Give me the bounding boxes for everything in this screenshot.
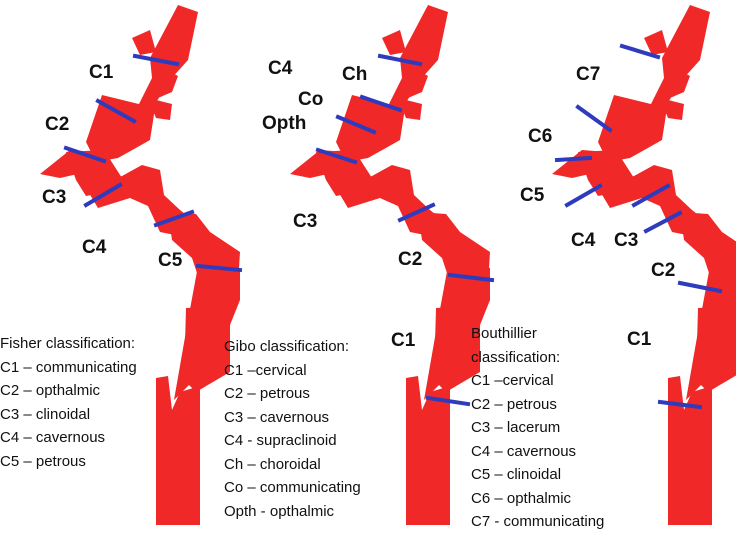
gibo-label-c4: C4 bbox=[268, 58, 293, 79]
bouthillier-label-c3: C3 bbox=[614, 230, 639, 251]
legend-item: C1 –cervical bbox=[224, 361, 307, 379]
legend-item: C5 – clinoidal bbox=[471, 466, 562, 483]
legend-title: Bouthillier bbox=[471, 325, 537, 342]
legend-item: C4 – cavernous bbox=[471, 442, 577, 460]
legend-item: C3 – clinoidal bbox=[0, 405, 91, 423]
fisher-label-c4: C4 bbox=[82, 237, 107, 258]
legend-item: C6 – opthalmic bbox=[471, 489, 572, 507]
bouthillier-label-c1: C1 bbox=[627, 329, 652, 350]
fisher-label-c5: C5 bbox=[158, 250, 183, 271]
legend-item: C1 –cervical bbox=[471, 372, 554, 389]
bouthillier-label-c5: C5 bbox=[520, 185, 545, 206]
legend-item: Ch – choroidal bbox=[224, 455, 321, 473]
gibo-label-ch: Ch bbox=[342, 64, 368, 85]
legend-item: C2 – opthalmic bbox=[0, 382, 101, 399]
fisher-label-c3: C3 bbox=[42, 187, 67, 208]
legend-title: classification: bbox=[471, 348, 561, 366]
legend-item: C5 – petrous bbox=[0, 452, 86, 470]
gibo-legend: Gibo classification: C1 –cervical C2 – p… bbox=[224, 335, 361, 523]
legend-item: C2 – petrous bbox=[471, 395, 557, 413]
gibo-label-co: Co bbox=[298, 89, 324, 110]
legend-item: Opth - opthalmic bbox=[224, 502, 335, 520]
legend-item: C3 – cavernous bbox=[224, 408, 330, 426]
legend-item: C4 – cavernous bbox=[0, 429, 106, 446]
legend-item: C7 - communicating bbox=[471, 513, 605, 530]
bouthillier-label-c6: C6 bbox=[528, 126, 553, 147]
legend-item: C2 – petrous bbox=[224, 385, 310, 402]
legend-item: Co – communicating bbox=[224, 479, 361, 496]
bouthillier-legend: Bouthillier classification: C1 –cervical… bbox=[471, 322, 604, 534]
legend-item: C1 – communicating bbox=[0, 358, 137, 376]
gibo-label-c3: C3 bbox=[293, 211, 318, 232]
gibo-label-c2: C2 bbox=[398, 249, 423, 270]
bouthillier-label-c4: C4 bbox=[571, 230, 596, 251]
legend-title: Gibo classification: bbox=[224, 338, 350, 355]
bouthillier-label-c2: C2 bbox=[651, 260, 676, 281]
segment-markers bbox=[63, 43, 723, 410]
gibo-label-c1: C1 bbox=[391, 330, 416, 351]
fisher-label-c2: C2 bbox=[45, 114, 70, 135]
legend-title: Fisher classification: bbox=[0, 335, 136, 352]
legend-item: C3 – lacerum bbox=[471, 419, 561, 436]
gibo-label-opth: Opth bbox=[262, 113, 307, 134]
legend-item: C4 - supraclinoid bbox=[224, 432, 337, 449]
bouthillier-label-c7: C7 bbox=[576, 64, 601, 85]
fisher-label-c1: C1 bbox=[89, 62, 114, 83]
fisher-legend: Fisher classification: C1 – communicatin… bbox=[0, 332, 137, 473]
